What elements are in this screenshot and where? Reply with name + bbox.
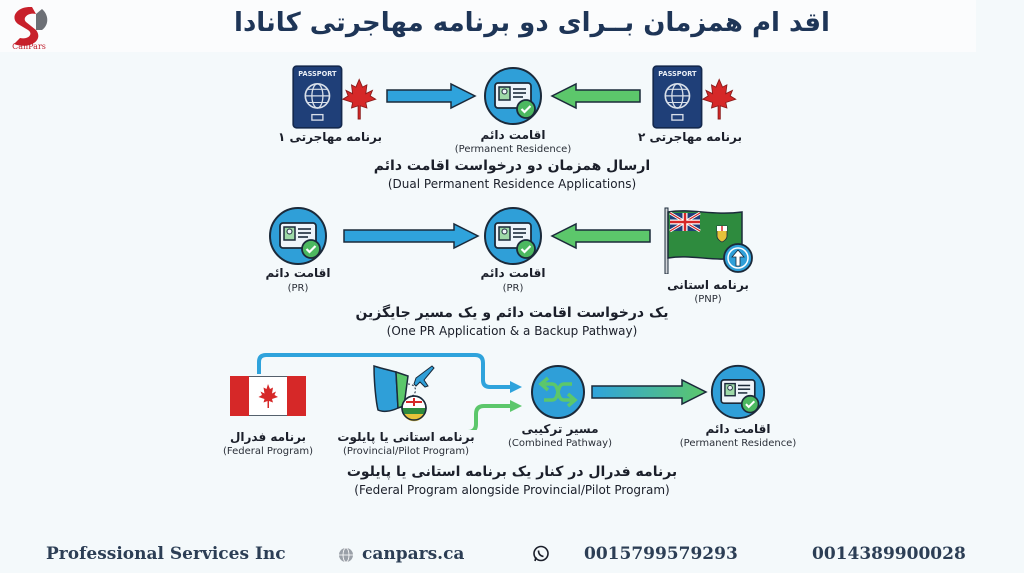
pr-label: اقامت دائم	[480, 128, 546, 142]
blue-arrow-right	[386, 82, 477, 110]
pr-final-sublabel: (Permanent Residence)	[679, 438, 797, 449]
pr-center-label: اقامت دائم	[480, 266, 546, 280]
pr-sublabel: (Permanent Residence)	[454, 144, 572, 155]
pr-card-check-icon	[710, 364, 766, 420]
combined-label: مسیر ترکیبی	[521, 422, 599, 436]
program-1-label: برنامه مهاجرتی ۱	[278, 130, 382, 144]
pr-center-sublabel: (PR)	[502, 283, 524, 294]
page-title: اقد ام همزمان بــرای دو برنامه مهاجرتی ک…	[234, 8, 830, 38]
logo-text: CanPars	[12, 42, 46, 51]
green-arrow-left	[550, 222, 651, 250]
phone-2[interactable]: 0014389900028	[812, 544, 966, 564]
provincial-sublabel: (Provincial/Pilot Program)	[342, 446, 470, 457]
provincial-label: برنامه استانی یا پایلوت	[337, 430, 475, 444]
green-arrow-left	[550, 82, 641, 110]
phone-1[interactable]: 0015799579293	[584, 544, 738, 564]
pr-left-label: اقامت دائم	[265, 266, 331, 280]
combined-sublabel: (Combined Pathway)	[508, 438, 612, 449]
connector-arrows	[257, 353, 522, 430]
pr-card-check-icon	[483, 66, 543, 126]
section3-caption-fa: برنامه فدرال در کنار یک برنامه استانی یا…	[346, 464, 678, 480]
pnp-label: برنامه استانی	[667, 278, 749, 292]
passport-canada-icon	[290, 64, 380, 130]
section3-caption-en: (Federal Program alongside Provincial/Pi…	[354, 483, 670, 497]
gradient-arrow-right	[591, 378, 708, 406]
pr-card-check-icon	[268, 206, 328, 266]
whatsapp-icon	[533, 545, 549, 562]
pr-left-sublabel: (PR)	[287, 283, 309, 294]
canada-flag-icon	[230, 376, 306, 416]
title-band	[0, 0, 976, 52]
section1-caption-fa: ارسال همزمان دو درخواست اقامت دائم	[373, 158, 651, 174]
canpars-logo	[4, 4, 54, 54]
website-link[interactable]: canpars.ca	[362, 544, 465, 564]
blue-arrow-right	[343, 222, 480, 250]
globe-icon	[339, 547, 353, 563]
pnp-sublabel: (PNP)	[694, 294, 722, 305]
program-2-label: برنامه مهاجرتی ۲	[638, 130, 742, 144]
merge-arrows-icon	[531, 365, 585, 419]
section2-caption-fa: یک درخواست اقامت دائم و یک مسیر جایگزین	[355, 305, 669, 321]
company-name: Professional Services Inc	[46, 544, 286, 564]
section2-caption-en: (One PR Application & a Backup Pathway)	[386, 324, 638, 338]
passport-canada-icon	[650, 64, 740, 130]
ontario-flag-icon	[664, 207, 753, 274]
section1-caption-en: (Dual Permanent Residence Applications)	[387, 177, 637, 191]
pr-final-label: اقامت دائم	[705, 422, 771, 436]
federal-label: برنامه فدرال	[229, 430, 307, 444]
pr-card-check-icon	[483, 206, 543, 266]
footer: Professional Services Inc canpars.ca 001…	[0, 540, 1024, 570]
federal-sublabel: (Federal Program)	[222, 446, 314, 457]
province-map-plane-icon	[373, 364, 435, 422]
